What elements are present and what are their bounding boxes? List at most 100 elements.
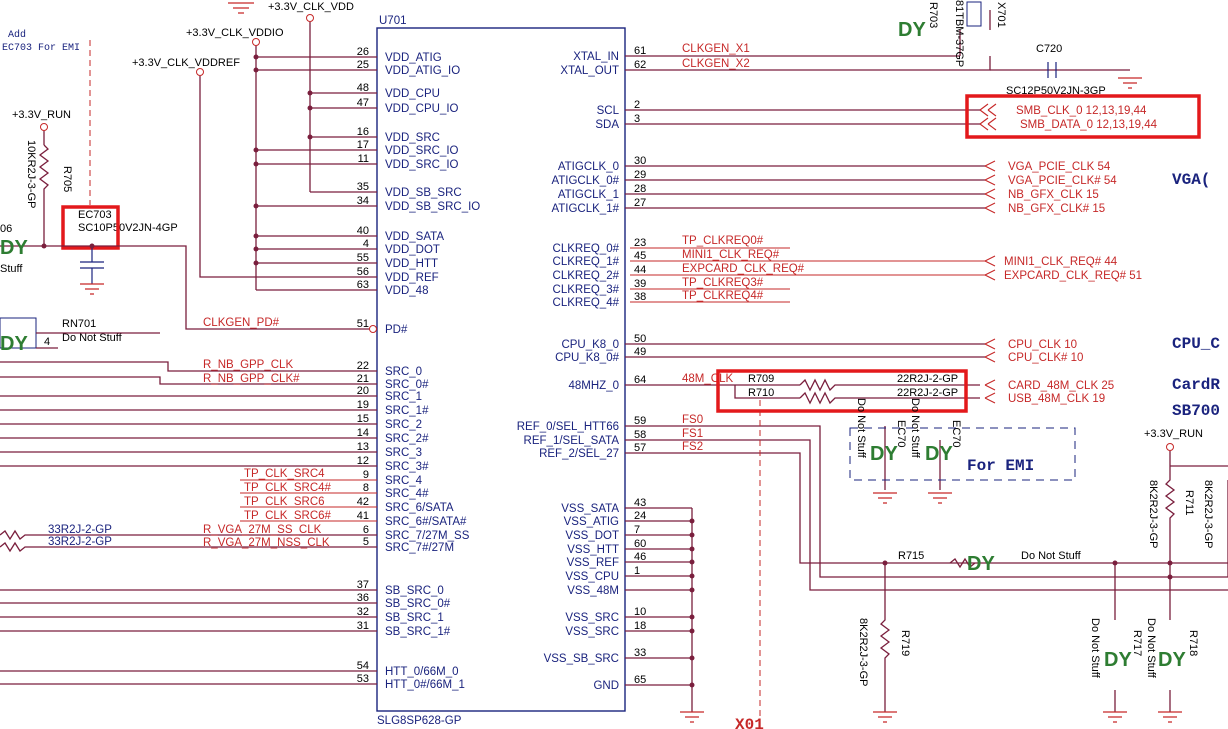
ec703-value: SC10P50V2JN-4GP	[78, 222, 178, 234]
pin-number: 28	[634, 183, 646, 195]
pin-name: VDD_SRC_IO	[385, 145, 459, 157]
pin-name: CPU_K8_0	[561, 339, 619, 351]
pin-name: SDA	[595, 119, 619, 131]
power-rails: +3.3V_CLK_VDD +3.3V_CLK_VDDIO +3.3V_CLK_…	[132, 1, 377, 291]
pin-name: VDD_DOT	[385, 244, 440, 256]
net-r-vga-nss: R_VGA_27M_NSS_CLK	[203, 537, 330, 549]
pin-number: 42	[357, 496, 369, 508]
net-cpu-clk: CPU_CLK 10	[1008, 339, 1077, 351]
r710-value: 22R2J-2-GP	[897, 387, 958, 399]
pin-name: VSS_DOT	[565, 530, 619, 542]
pin-name: SRC_6/SATA	[385, 502, 454, 514]
pin-number: 9	[363, 469, 369, 481]
pin-name: GND	[593, 680, 619, 692]
pin-number: 11	[358, 153, 369, 165]
pin-number: 35	[357, 181, 369, 193]
pin-name: VDD_48	[385, 285, 428, 297]
pin-number: 12	[357, 455, 369, 467]
pin-number: 5	[363, 536, 369, 548]
right-side-nets: CLKGEN_X1 CLKGEN_X2 C720 SC12P50V2JN-3GP…	[625, 0, 1228, 729]
label-vga: VGA(	[1172, 171, 1210, 189]
pin-number: 37	[357, 579, 369, 591]
pin-name: VDD_ATIG_IO	[385, 65, 460, 77]
pin-name: XTAL_OUT	[560, 65, 619, 77]
dy-r703: DY	[898, 19, 926, 41]
pin-number: 17	[357, 139, 369, 151]
net-smb-data: SMB_DATA_0 12,13,19,44	[1020, 119, 1158, 131]
r711-refdes: R711	[1183, 490, 1195, 515]
pin-name: SRC_3#	[385, 461, 429, 473]
pin-number: 60	[634, 538, 646, 550]
pin-name: VDD_ATIG	[385, 52, 442, 64]
pin-number: 10	[634, 606, 646, 618]
pin-number: 16	[357, 126, 369, 138]
pin-number: 30	[634, 155, 646, 167]
pin-number: 8	[363, 482, 369, 494]
pin-number: 22	[357, 360, 369, 372]
r718-dns: Do Not Stuff	[1145, 618, 1157, 679]
stuff-label: Stuff	[0, 263, 23, 275]
r711-value: 8K2R2J-3-GP	[1147, 480, 1159, 548]
pin-name: VDD_REF	[385, 272, 439, 284]
vss-bus	[625, 507, 704, 723]
pin-number: 3	[634, 113, 640, 125]
net-cpu-clkn: CPU_CLK# 10	[1008, 352, 1083, 364]
pin-number: 33	[634, 647, 646, 659]
note-add: Add	[8, 29, 26, 41]
net-3v3-run-right: +3.3V_RUN	[1144, 428, 1203, 440]
pin-name: VDD_SB_SRC_IO	[385, 201, 480, 213]
pin-name: CLKREQ_3#	[553, 284, 620, 296]
r715-refdes: R715	[898, 550, 924, 562]
pin-name: VDD_SRC	[385, 132, 440, 144]
r717-dns: Do Not Stuff	[1089, 618, 1101, 679]
r715-dy: DY	[967, 553, 995, 575]
net-nb-gfx-clk: NB_GFX_CLK 15	[1008, 189, 1099, 201]
pin-number: 64	[634, 374, 646, 386]
net-vga-pcie-clkn: VGA_PCIE_CLK# 54	[1008, 175, 1117, 187]
rn701-dns: Do Not Stuff	[62, 332, 123, 344]
r717-refdes: R717	[1131, 630, 1143, 656]
pin-name: SRC_4#	[385, 488, 429, 500]
pin-name: VDD_SRC_IO	[385, 159, 459, 171]
highlight-r709-r710	[716, 369, 968, 413]
pin-number: 45	[634, 250, 646, 262]
pin-name: VSS_SB_SRC	[544, 653, 619, 665]
highlight-smb	[965, 94, 1201, 139]
label-card: CardR	[1172, 376, 1220, 394]
pin-name: HTT_0/66M_0	[385, 666, 459, 678]
net-fs0: FS0	[682, 414, 703, 426]
net-usb-48m: USB_48M_CLK 19	[1008, 393, 1105, 405]
net-fs1: FS1	[682, 428, 703, 440]
pin-name: REF_2/SEL_27	[539, 448, 619, 460]
c720-value: SC12P50V2JN-3GP	[1006, 85, 1106, 97]
dy-ec-b: DY	[925, 443, 953, 465]
left-edge-area: Add EC703 For EMI +3.3V_RUN 10KR2J-3-GP …	[0, 29, 377, 685]
rn701-pin: 4	[44, 336, 50, 348]
pin-number: 15	[357, 413, 369, 425]
net-mini1-off: MINI1_CLK_REQ# 44	[1004, 256, 1118, 268]
pin-name: SRC_7#/27M	[385, 542, 454, 554]
pin-number: 40	[357, 225, 369, 237]
label-cpu: CPU_C	[1172, 335, 1220, 353]
pin-number: 36	[357, 592, 369, 604]
pin-name: ATIGCLK_1#	[551, 203, 619, 215]
pin-name: VDD_CPU_IO	[385, 103, 459, 115]
pin-name: SB_SRC_1	[385, 612, 444, 624]
c720-refdes: C720	[1036, 43, 1062, 55]
pin-name: PD#	[385, 324, 408, 336]
pin-number: 47	[357, 97, 369, 109]
pin-number: 51	[357, 318, 369, 330]
pin-name: SRC_4	[385, 475, 423, 487]
dy-ec-a: DY	[870, 443, 898, 465]
pin-number: 20	[357, 385, 369, 397]
label-sb: SB700	[1172, 402, 1220, 420]
net-r-nb-gpp-clk: R_NB_GPP_CLK	[203, 359, 293, 371]
pin-number: 7	[634, 524, 640, 536]
pin-number: 41	[357, 510, 369, 522]
ec703-refdes: EC703	[78, 209, 112, 221]
pin-number: 1	[634, 565, 640, 577]
pin-name: CLKREQ_0#	[553, 243, 620, 255]
pin-name: SRC_6#/SATA#	[385, 516, 467, 528]
r709-refdes: R709	[748, 373, 774, 385]
